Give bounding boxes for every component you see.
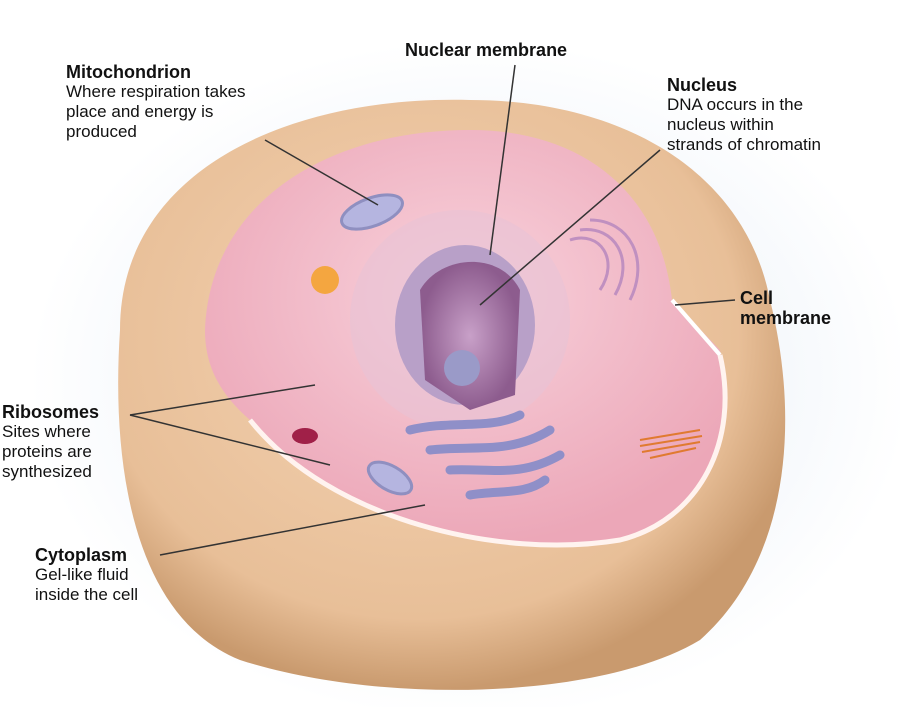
label-title: Cytoplasm: [35, 545, 128, 565]
label-title: Nucleus: [667, 75, 738, 95]
leader-lines: [129, 64, 736, 556]
label-desc: DNA occurs in the: [667, 95, 804, 114]
label-desc: strands of chromatin: [667, 135, 822, 154]
label-nuclear-membrane: Nuclear membrane: [405, 40, 567, 60]
cell-membrane-edge: [670, 298, 722, 357]
nucleolus: [444, 350, 480, 386]
centrioles: [639, 429, 703, 459]
golgi-apparatus: [405, 410, 565, 500]
label-desc: nucleus within: [667, 115, 774, 134]
vesicle: [311, 266, 339, 294]
label-desc: Gel-like fluid: [35, 565, 129, 584]
label-cell-membrane: Cell membrane: [740, 288, 831, 328]
label-desc: synthesized: [2, 462, 92, 481]
label-title: membrane: [740, 308, 832, 328]
label-title: Ribosomes: [2, 402, 100, 422]
label-nucleus: Nucleus DNA occurs in the nucleus within…: [667, 75, 821, 155]
label-desc: place and energy is: [66, 102, 214, 121]
label-title: Mitochondrion: [66, 62, 191, 82]
mitochondrion-2: [366, 460, 414, 496]
label-desc: produced: [66, 122, 137, 141]
label-ribosomes: Ribosomes Sites where proteins are synth…: [2, 402, 99, 482]
label-title: Nuclear membrane: [405, 40, 568, 60]
label-desc: Sites where: [2, 422, 91, 441]
label-desc: proteins are: [2, 442, 92, 461]
label-title: Cell: [740, 288, 774, 308]
label-cytoplasm: Cytoplasm Gel-like fluid inside the cell: [35, 545, 138, 605]
label-mitochondrion: Mitochondrion Where respiration takes pl…: [66, 62, 246, 142]
label-desc: inside the cell: [35, 585, 139, 604]
endoplasmic-reticulum: [569, 218, 640, 301]
lysosome: [292, 428, 318, 444]
cell-membrane-cut: [248, 354, 728, 548]
label-desc: Where respiration takes: [66, 82, 246, 101]
